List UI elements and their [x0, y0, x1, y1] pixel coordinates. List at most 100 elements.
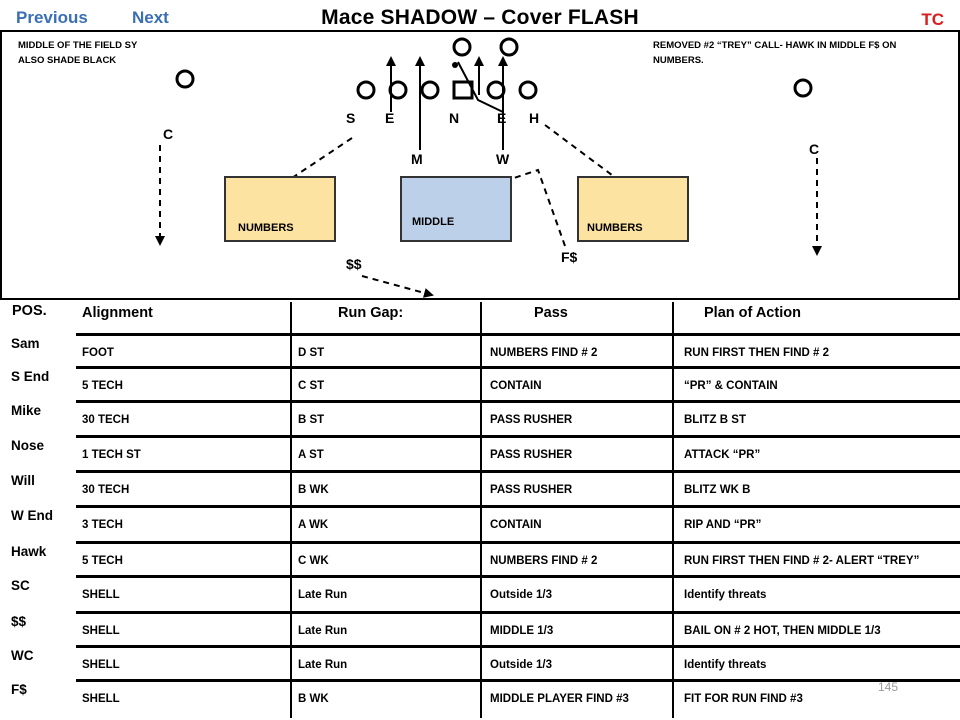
label-hawk: H: [529, 110, 540, 126]
formation-diagram: [0, 30, 960, 300]
row-divider: [76, 611, 960, 614]
zone-label: NUMBERS: [238, 222, 294, 234]
row-divider: [76, 333, 960, 336]
cell-alignment: 1 TECH ST: [82, 449, 141, 461]
column-divider: [672, 302, 674, 718]
row-position: Mike: [11, 403, 42, 418]
row-divider: [76, 575, 960, 578]
cell-pass: CONTAIN: [490, 380, 542, 392]
cell-pass: Outside 1/3: [490, 589, 552, 601]
cell-run-gap: C ST: [298, 380, 325, 392]
cell-pass: MIDDLE 1/3: [490, 625, 554, 637]
cell-run-gap: C WK: [298, 555, 329, 567]
row-divider: [76, 435, 960, 438]
row-position: Sam: [11, 336, 40, 351]
header-pos: POS.: [12, 303, 47, 319]
label-corner-right: C: [809, 141, 820, 157]
cell-plan: FIT FOR RUN FIND #3: [684, 693, 803, 705]
cell-pass: NUMBERS FIND # 2: [490, 555, 598, 567]
row-divider: [76, 366, 960, 369]
row-position: S End: [11, 369, 50, 384]
offense-back: [452, 62, 458, 68]
previous-link[interactable]: Previous: [16, 8, 88, 27]
cell-alignment: 5 TECH: [82, 555, 123, 567]
cell-plan: BLITZ B ST: [684, 414, 746, 426]
label-s-end: E: [385, 110, 395, 126]
cell-plan: Identify threats: [684, 589, 767, 601]
zone-numbers-right: NUMBERS: [577, 176, 689, 242]
offense-receiver-wide-left: [175, 69, 195, 89]
corner-tag: TC: [921, 10, 944, 29]
label-free-safety: F$: [561, 249, 578, 265]
cell-run-gap: Late Run: [298, 625, 348, 637]
slide-number: 145: [878, 680, 899, 694]
next-link[interactable]: Next: [132, 8, 169, 27]
cell-run-gap: A WK: [298, 519, 329, 531]
cell-plan: BAIL ON # 2 HOT, THEN MIDDLE 1/3: [684, 625, 881, 637]
label-corner-left: C: [163, 126, 174, 142]
offense-receiver-top-right: [499, 37, 519, 57]
row-divider: [76, 470, 960, 473]
zone-numbers-left: NUMBERS: [224, 176, 336, 242]
row-position: Hawk: [11, 544, 47, 559]
header-plan: Plan of Action: [704, 305, 801, 321]
cell-alignment: 3 TECH: [82, 519, 123, 531]
cell-run-gap: Late Run: [298, 589, 348, 601]
row-position: $$: [11, 614, 27, 629]
cell-alignment: SHELL: [82, 659, 120, 671]
cell-run-gap: Late Run: [298, 659, 348, 671]
cell-run-gap: B WK: [298, 484, 329, 496]
label-nose: N: [449, 110, 460, 126]
row-divider: [76, 679, 960, 682]
header-run-gap: Run Gap:: [338, 305, 404, 321]
cell-alignment: 30 TECH: [82, 414, 130, 426]
cell-pass: PASS RUSHER: [490, 414, 573, 426]
label-strong-safety: $$: [346, 256, 362, 272]
zone-label: MIDDLE: [412, 216, 455, 228]
label-sam: S: [346, 110, 356, 126]
cell-plan: RIP AND “PR”: [684, 519, 762, 531]
offense-lineman: [356, 80, 376, 100]
column-divider: [480, 302, 482, 718]
cell-plan: Identify threats: [684, 659, 767, 671]
cell-pass: PASS RUSHER: [490, 484, 573, 496]
cell-run-gap: A ST: [298, 449, 324, 461]
cell-plan: RUN FIRST THEN FIND # 2: [684, 347, 830, 359]
label-will: W: [496, 151, 510, 167]
zone-middle: MIDDLE: [400, 176, 512, 242]
label-w-end: E: [497, 110, 507, 126]
row-divider: [76, 645, 960, 648]
cell-alignment: 5 TECH: [82, 380, 123, 392]
cell-pass: MIDDLE PLAYER FIND #3: [490, 693, 629, 705]
cell-run-gap: D ST: [298, 347, 325, 359]
cell-alignment: FOOT: [82, 347, 114, 359]
cell-run-gap: B ST: [298, 414, 325, 426]
drop-path-strong-safety: [361, 275, 434, 298]
cell-plan: RUN FIRST THEN FIND # 2- ALERT “TREY”: [684, 555, 920, 567]
offense-lineman: [486, 80, 506, 100]
offense-receiver-wide-right: [793, 78, 813, 98]
cell-pass: CONTAIN: [490, 519, 542, 531]
offense-receiver-top-left: [452, 37, 472, 57]
cell-alignment: SHELL: [82, 589, 120, 601]
row-position: W End: [11, 508, 53, 523]
drop-path-hawk: [544, 124, 642, 198]
note-right: REMOVED #2 “TREY” CALL- HAWK IN MIDDLE F…: [653, 40, 897, 66]
cell-run-gap: B WK: [298, 693, 329, 705]
cell-pass: Outside 1/3: [490, 659, 552, 671]
page-title: Mace SHADOW – Cover FLASH: [321, 6, 639, 29]
row-divider: [76, 541, 960, 544]
row-position: F$: [11, 682, 27, 697]
cell-alignment: SHELL: [82, 625, 120, 637]
cell-alignment: SHELL: [82, 693, 120, 705]
row-position: SC: [11, 578, 30, 593]
row-position: Will: [11, 473, 35, 488]
header-alignment: Alignment: [82, 305, 153, 321]
row-divider: [76, 505, 960, 508]
column-divider: [290, 302, 292, 718]
offense-lineman: [518, 80, 538, 100]
row-divider: [76, 400, 960, 403]
cell-plan: BLITZ WK B: [684, 484, 751, 496]
cell-alignment: 30 TECH: [82, 484, 130, 496]
